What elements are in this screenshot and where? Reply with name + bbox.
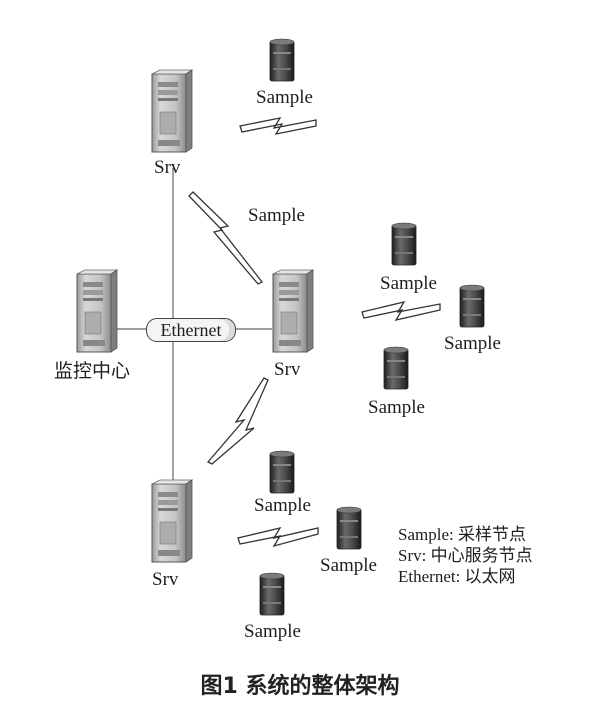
wireless-link-icon (361, 301, 441, 321)
sample-node-icon (391, 222, 417, 266)
sample-node-icon (269, 38, 295, 82)
sample-label-mid-1: Sample (380, 273, 437, 294)
sample-label-bottom-2: Sample (320, 555, 377, 576)
sample-label-bottom-3: Sample (244, 621, 301, 642)
sample-node-icon (269, 450, 295, 494)
server-tower-icon (76, 269, 118, 353)
server-tower-icon (272, 269, 314, 353)
legend-sample: Sample: 采样节点 (398, 525, 526, 544)
sample-node-icon (336, 506, 362, 550)
figure-caption: 图1 系统的整体架构 (200, 674, 400, 699)
server-tower-icon (151, 69, 193, 153)
sample-label-mid-2: Sample (444, 333, 501, 354)
sample-label-bottom-1: Sample (254, 495, 311, 516)
ethernet-label: Ethernet (146, 318, 236, 342)
sample-label-mid-3: Sample (368, 397, 425, 418)
server-tower-icon (151, 479, 193, 563)
wireless-link-icon (206, 377, 269, 465)
wireless-links (188, 117, 441, 548)
monitor-center-label: 监控中心 (54, 360, 131, 382)
wireless-link-icon (239, 117, 317, 135)
legend: Sample: 采样节点 Srv: 中心服务节点 Ethernet: 以太网 (398, 524, 533, 587)
sample-node-icon (383, 346, 409, 390)
wireless-link-icon (188, 191, 263, 285)
srv-mid-label: Srv (274, 359, 301, 380)
legend-srv: Srv: 中心服务节点 (398, 546, 533, 565)
sample-node-icon (459, 284, 485, 328)
wireless-link-icon (237, 527, 319, 548)
sample-label-top: Sample (256, 87, 313, 108)
sample-node-icon (259, 572, 285, 616)
legend-ethernet: Ethernet: 以太网 (398, 567, 516, 586)
srv-bottom-label: Srv (152, 569, 179, 590)
sample-link-label: Sample (248, 205, 305, 226)
srv-top-label: Srv (154, 157, 181, 178)
